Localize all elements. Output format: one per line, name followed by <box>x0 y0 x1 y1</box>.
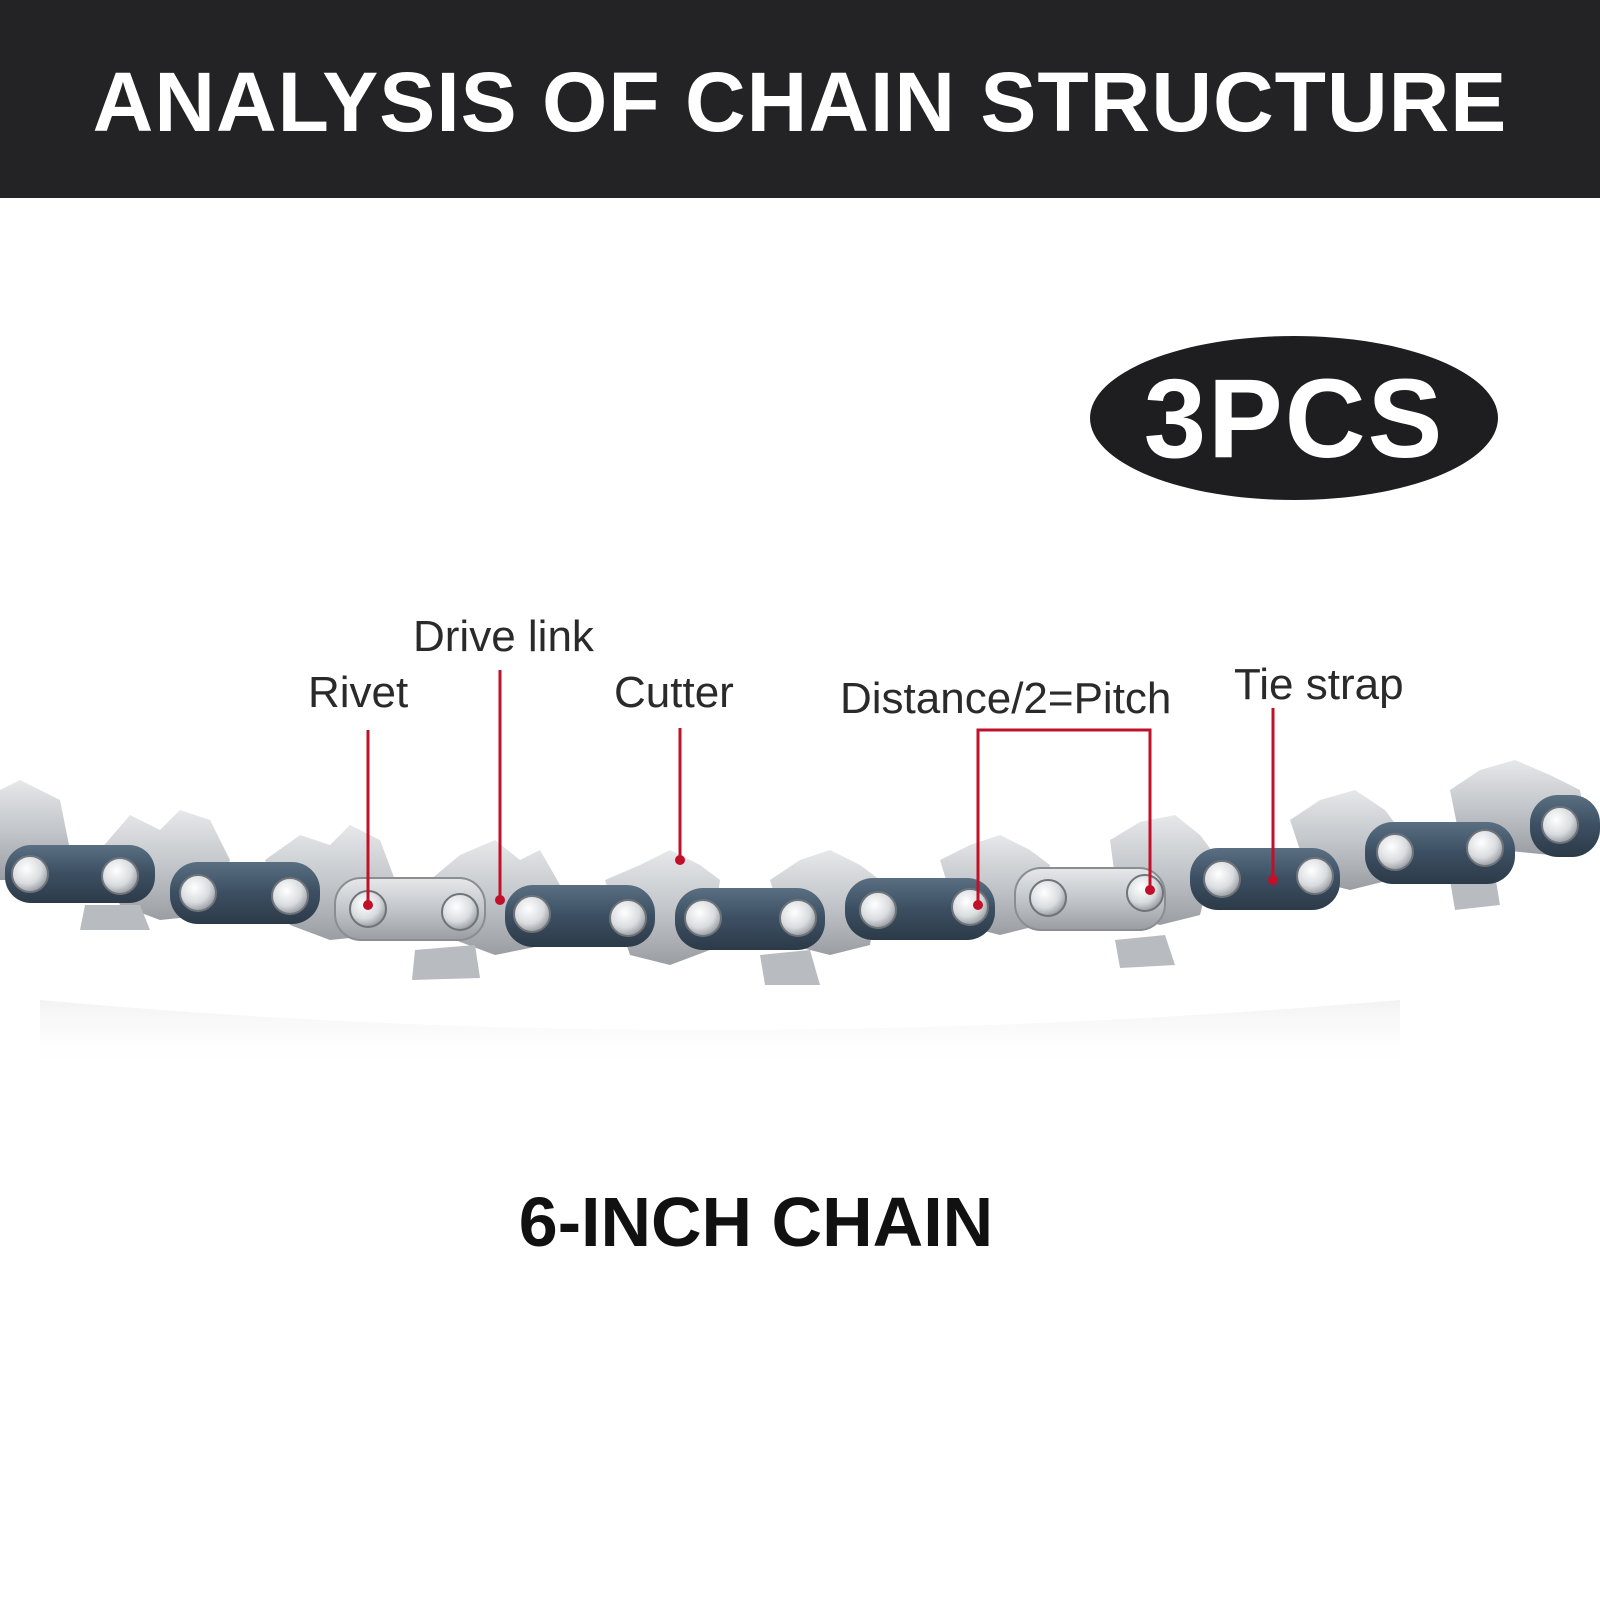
rivet <box>1466 829 1504 867</box>
chain-reflection <box>40 1000 1400 1075</box>
pitch-bracket <box>976 728 1152 905</box>
quantity-badge: 3PCS <box>1090 336 1498 500</box>
rivet <box>1203 860 1241 898</box>
chain-size-caption: 6-INCH CHAIN <box>518 1183 994 1261</box>
rivet <box>1296 857 1334 895</box>
pitch-label: Distance/2=Pitch <box>840 674 1172 723</box>
rivet <box>11 855 49 893</box>
rivet <box>101 857 139 895</box>
rivet <box>1126 874 1164 912</box>
leader-dots <box>363 855 1278 910</box>
cutter-label: Cutter <box>614 668 734 717</box>
quantity-badge-text: 3PCS <box>1143 355 1445 481</box>
rivet <box>1541 806 1579 844</box>
rivet <box>441 893 479 931</box>
rivet <box>513 895 551 933</box>
rivet <box>951 888 989 926</box>
drive-link-label: Drive link <box>413 612 594 661</box>
page-title: ANALYSIS OF CHAIN STRUCTURE <box>92 55 1508 149</box>
rivet <box>1376 833 1414 871</box>
chain-tabs <box>80 875 1500 985</box>
rivet-label: Rivet <box>308 668 409 717</box>
chain-rivets <box>11 806 1579 937</box>
tie-strap-label: Tie strap <box>1234 660 1404 709</box>
rivet <box>609 899 647 937</box>
leader-lines <box>366 670 1275 905</box>
header-banner: ANALYSIS OF CHAIN STRUCTURE <box>0 0 1600 198</box>
rivet <box>1029 879 1067 917</box>
rivet <box>779 899 817 937</box>
rivet <box>179 874 217 912</box>
rivet <box>684 899 722 937</box>
rivet <box>859 891 897 929</box>
rivet <box>271 877 309 915</box>
